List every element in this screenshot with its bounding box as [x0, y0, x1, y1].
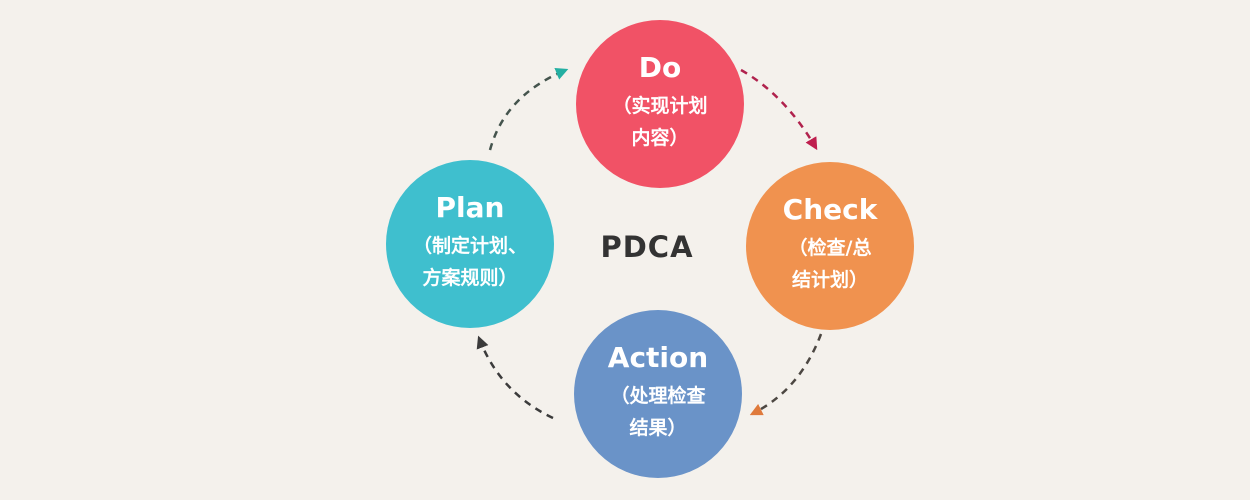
arrow-check-to-action: [749, 333, 823, 416]
node-check-subtitle-line-2: 结计划）: [791, 269, 868, 292]
node-do-subtitle-line-2: 内容）: [631, 127, 689, 150]
node-check-title: Check: [782, 193, 878, 227]
node-plan-subtitle: （制定计划、 方案规则）: [413, 230, 527, 295]
node-do-subtitle-line-1: （实现计划: [612, 95, 708, 118]
node-action-title: Action: [607, 341, 709, 375]
node-plan-subtitle-line-2: 方案规则）: [422, 267, 518, 290]
node-action-subtitle-line-2: 结果）: [629, 417, 687, 440]
node-action-subtitle: （处理检查 结果）: [610, 380, 705, 445]
center-label-pdca: PDCA: [600, 230, 694, 264]
node-action-subtitle-line-1: （处理检查: [610, 385, 706, 408]
node-plan-subtitle-line-1: （制定计划、: [412, 235, 527, 258]
node-check-subtitle: （检查/总 结计划）: [789, 232, 872, 297]
arrow-action-to-plan: [476, 335, 554, 420]
node-plan: Plan （制定计划、 方案规则）: [386, 160, 554, 328]
arrow-plan-to-do: [488, 68, 569, 151]
node-plan-title: Plan: [435, 191, 505, 225]
node-do-title: Do: [638, 51, 682, 85]
arrow-do-to-check: [740, 68, 818, 151]
node-action: Action （处理检查 结果）: [574, 310, 742, 478]
node-check: Check （检查/总 结计划）: [746, 162, 914, 330]
node-do-subtitle: （实现计划 内容）: [612, 90, 707, 155]
node-do: Do （实现计划 内容）: [576, 20, 744, 188]
node-check-subtitle-line-1: （检查/总: [788, 237, 872, 260]
